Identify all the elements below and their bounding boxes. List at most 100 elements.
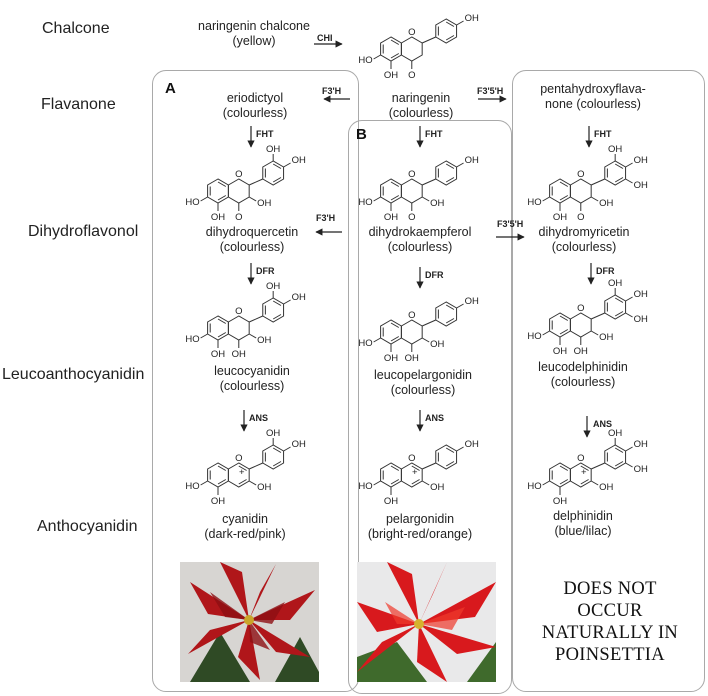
ring-a (549, 178, 571, 204)
stage-label-dihydroflavonol: Dihydroflavonol (28, 223, 139, 240)
b-ring-link (421, 178, 436, 186)
hydroxyl-4: OH (465, 296, 479, 307)
hydroxyl-3-c: OH (430, 339, 444, 350)
charge-plus: + (412, 467, 418, 478)
bond (542, 330, 550, 336)
b-ring-link (248, 315, 263, 323)
compound-pentahydroxyflavanone: pentahydroxyflava-none (colourless) (540, 82, 646, 111)
poinsettia-photo-dark-red (180, 562, 319, 682)
hydroxyl-4: OH (465, 13, 479, 24)
hydroxyl-4: OH (465, 155, 479, 166)
ring-c (400, 319, 423, 345)
carbonyl-oxygen: O (235, 212, 242, 223)
b-ring-link (590, 312, 605, 320)
ring-a (380, 319, 402, 345)
double-bond (445, 35, 455, 41)
hydroxyl-4-c: OH (405, 353, 419, 364)
double-bond (580, 479, 589, 485)
double-bond (445, 21, 455, 27)
enzyme-ans-c: ANS (593, 419, 613, 429)
hydroxyl-4: OH (292, 292, 306, 303)
double-bond (217, 195, 227, 201)
double-bond (390, 479, 400, 485)
bond (625, 178, 633, 184)
enzyme-f3h-top: F3'H (322, 86, 342, 96)
hydroxyl-4: OH (634, 289, 648, 300)
bond (625, 462, 633, 468)
hydroxyl-3-c: OH (430, 198, 444, 209)
bond (421, 337, 430, 343)
bond (590, 480, 599, 486)
hydroxyl-5-a: OH (384, 212, 398, 223)
ring-a (549, 312, 571, 338)
double-bond (614, 311, 624, 317)
double-bond (614, 177, 624, 183)
compound-eriodictyol: eriodictyol(colourless) (222, 91, 288, 120)
ring-c (569, 178, 592, 204)
compound-leucocyanidin: leucocyanidin(colourless) (214, 364, 290, 393)
ring-b (262, 160, 285, 186)
bond (590, 330, 599, 336)
bond (373, 54, 381, 60)
compound-cyanidin: cyanidin(dark-red/pink) (204, 512, 286, 541)
hydroxyl-5-a: OH (384, 496, 398, 507)
ring-a (207, 178, 229, 204)
hydroxyl-5-a: OH (211, 212, 225, 223)
hydroxyl-7: HO (185, 197, 199, 208)
ring-oxygen: O (408, 27, 415, 38)
double-bond (445, 304, 455, 310)
double-bond (272, 314, 282, 320)
poinsettia-image-b (357, 562, 496, 682)
compound-naringenin: naringenin(colourless) (388, 91, 454, 120)
ring-b (435, 444, 458, 470)
double-bond (217, 181, 227, 187)
hydroxyl-4: OH (465, 439, 479, 450)
double-bond (390, 465, 400, 471)
bond (248, 480, 257, 486)
double-bond (614, 447, 624, 453)
hydroxyl-5-a: OH (211, 496, 225, 507)
bond (248, 196, 257, 202)
double-bond (390, 322, 400, 328)
hydroxyl-5-a: OH (211, 349, 225, 360)
b-ring-link (590, 462, 605, 470)
bond (248, 333, 257, 339)
stage-label-flavanone: Flavanone (41, 96, 116, 113)
double-bond (217, 479, 227, 485)
hydroxyl-7: HO (358, 481, 372, 492)
enzyme-fht-a: FHT (256, 129, 274, 139)
bond (590, 196, 599, 202)
bond (456, 303, 464, 309)
hydroxyl-5-a: OH (384, 70, 398, 81)
poinsettia-photo-bright-red (357, 562, 496, 682)
bond (456, 446, 464, 452)
carbonyl-oxygen: O (408, 70, 415, 81)
hydroxyl-7: HO (358, 197, 372, 208)
bond (373, 480, 381, 486)
stage-label-chalcone: Chalcone (42, 20, 110, 37)
bond (542, 196, 550, 202)
enzyme-chi: CHI (317, 33, 333, 43)
bond (625, 446, 633, 452)
ring-c (400, 462, 423, 488)
double-bond (580, 465, 589, 471)
double-bond (445, 177, 455, 183)
double-bond (238, 479, 247, 485)
hydroxyl-3-c: OH (599, 332, 613, 343)
ring-a (380, 462, 402, 488)
hydroxyl-4-c: OH (574, 346, 588, 357)
hydroxyl-5: OH (634, 464, 648, 475)
hydroxyl-7: HO (358, 55, 372, 66)
charge-plus: + (581, 467, 587, 478)
hydroxyl-7: HO (185, 481, 199, 492)
double-bond (217, 318, 227, 324)
stage-label-anthocyanidin: Anthocyanidin (37, 518, 138, 535)
hydroxyl-4-c: OH (232, 349, 246, 360)
ring-c (400, 178, 423, 204)
ring-c (227, 178, 250, 204)
enzyme-f35h-mid: F3'5'H (497, 219, 524, 229)
